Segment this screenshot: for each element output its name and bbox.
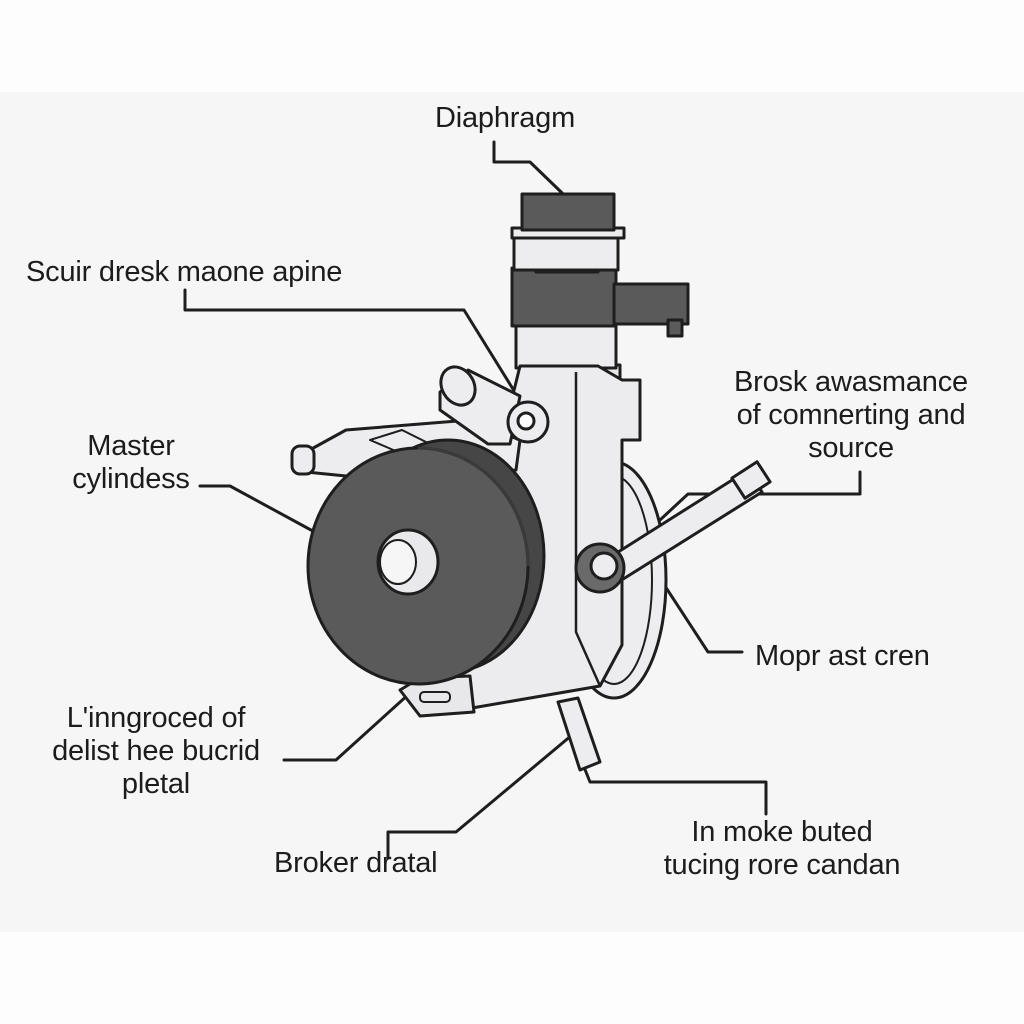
label-master-cylinder: Master cylindess [72,430,190,495]
leader-master [198,484,324,538]
leader-lingroced [282,682,422,762]
leader-scuir [183,288,523,404]
rod-assembly [574,460,772,594]
label-brosk-awasmance: Brosk awasmance of comnerting and source [734,366,968,464]
label-mopr-ast-cren: Mopr ast cren [755,640,930,672]
bottom-tube [556,696,602,772]
leader-brosk [658,470,862,522]
label-lingroced: L'inngroced of delist hee bucrid pletal [52,702,260,800]
label-broker-dratal: Broker dratal [274,847,438,879]
master-cylinder-pulley [306,438,546,686]
leader-broker [386,728,580,860]
label-scuir-dresk: Scuir dresk maone apine [26,256,343,288]
leader-mopr [646,558,744,654]
leader-inmoke [580,760,768,816]
label-in-moke-buted: In moke buted tucing rore candan [663,816,901,881]
label-diaphragm: Diaphragm [435,102,576,134]
leader-diaphragm [492,140,590,220]
